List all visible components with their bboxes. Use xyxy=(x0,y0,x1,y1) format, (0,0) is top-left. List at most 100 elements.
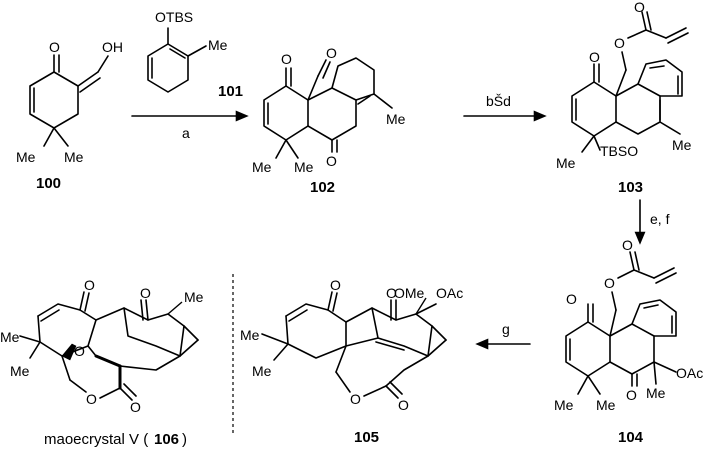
oxygen-104: O xyxy=(566,291,577,307)
oxygen-106: O xyxy=(84,277,95,293)
oxygen-105: O xyxy=(330,277,341,293)
me-left-104: Me xyxy=(554,397,574,413)
ketone-bond2-105 xyxy=(332,292,338,312)
oxygen-ester-104: O xyxy=(604,275,615,291)
o-bond-104 xyxy=(611,291,617,311)
ester-co2-104 xyxy=(634,251,640,271)
arrow-head-g xyxy=(475,338,489,350)
me-right-102: Me xyxy=(294,159,314,175)
compound-number-102: 102 xyxy=(310,179,335,196)
me-bond-left-100 xyxy=(43,127,55,147)
compound-105: O Me Me O O O OMe OAc 105 xyxy=(240,277,463,446)
me-bottom-bond-105 xyxy=(273,343,289,361)
me-bottom-105: Me xyxy=(252,363,272,379)
me-top-105: Me xyxy=(240,327,260,343)
compound-number-105: 105 xyxy=(354,429,379,446)
oxygen-102: O xyxy=(281,51,292,67)
me-bond-ring-103 xyxy=(659,121,681,135)
compound-101: OTBS Me 101 xyxy=(147,9,243,100)
cp-bond1-106 xyxy=(183,325,199,341)
ring-right-104 xyxy=(609,323,655,375)
compound-number-104: 104 xyxy=(618,429,644,446)
ring-right2-102 xyxy=(331,57,375,101)
arrow-step-bd: bŠd xyxy=(463,93,547,122)
oxygen-lactone-co-105: O xyxy=(398,397,409,413)
ketone-bond2-106 xyxy=(84,292,90,312)
vinyl3-103 xyxy=(667,32,689,44)
me-bond-right-100 xyxy=(53,127,69,147)
cp-bond2-106 xyxy=(179,339,199,357)
ketone-bond-106 xyxy=(79,291,85,311)
exo-bond2-100 xyxy=(79,77,101,93)
me-hash-106 xyxy=(167,301,183,315)
cp-bond1-105 xyxy=(431,325,447,341)
ring-a-top-105 xyxy=(285,303,347,323)
tbso-103: TBSO xyxy=(600,143,638,159)
cp-bond2-105 xyxy=(427,339,447,357)
me-top-bond-106 xyxy=(19,335,41,343)
ch2-lactone-105 xyxy=(335,345,347,373)
wedge-o-106 xyxy=(61,343,77,361)
me-ring-102: Me xyxy=(386,111,406,127)
oxygen-100: O xyxy=(49,39,60,55)
lactone-c-106 xyxy=(99,387,121,399)
oh-label-100: OH xyxy=(102,39,123,55)
oxygen-ketone2-104: O xyxy=(626,387,637,403)
step-label-bd: bŠd xyxy=(486,93,511,109)
ch-oh-bond-100 xyxy=(97,55,109,73)
o-bridge-106: O xyxy=(74,343,85,359)
oxygen-cage-105: O xyxy=(386,285,397,301)
me-right-100: Me xyxy=(64,149,84,165)
me-left-103: Me xyxy=(556,155,576,171)
me-top-106: Me xyxy=(0,329,20,345)
oxygen-ester-103: O xyxy=(614,35,625,51)
ketone-cage-106 xyxy=(145,299,149,321)
ester-co2-103 xyxy=(646,11,652,31)
me-right-104: Me xyxy=(596,397,616,413)
me-bond-right-104 xyxy=(587,375,601,395)
double-bond-101b xyxy=(169,48,186,59)
lactone-co2-106 xyxy=(123,383,137,397)
cho-bond2-102 xyxy=(317,59,327,77)
me-top-bond-105 xyxy=(261,333,289,345)
oxygen-lactone-105: O xyxy=(350,391,361,407)
me-q-bond-104 xyxy=(653,361,657,385)
ring-right2-104 xyxy=(631,299,677,337)
vinyl2-104 xyxy=(653,267,675,279)
ch2-lactone-106 xyxy=(61,355,71,381)
o-link-106 xyxy=(87,345,97,357)
me-bottom-bond-106 xyxy=(29,341,41,359)
me-left-100: Me xyxy=(16,149,36,165)
exo-bond-100 xyxy=(77,71,99,87)
me-label-101: Me xyxy=(208,37,228,53)
compound-number-100: 100 xyxy=(36,175,61,192)
diene1-103 xyxy=(649,65,665,69)
oxygen-lactone-106: O xyxy=(86,391,97,407)
step-label-ef: e, f xyxy=(650,211,670,227)
ester-c-bond-104 xyxy=(617,269,635,279)
compound-100: O OH Me Me 100 xyxy=(16,39,123,192)
o-bond-103 xyxy=(621,51,627,71)
o-lactone-106 xyxy=(69,379,87,393)
me-bottom-106: Me xyxy=(10,363,30,379)
ch2-bond-103 xyxy=(615,69,627,97)
oxygen-carbonyl-104: O xyxy=(622,237,633,253)
me-bond-right-103 xyxy=(593,135,601,151)
oxygen-carbonyl-103: O xyxy=(634,0,645,15)
oxygen-lactone-co-106: O xyxy=(130,399,141,415)
me-ring-103: Me xyxy=(672,137,692,153)
arrow-step-ef: e, f xyxy=(634,199,670,245)
compound-106: O Me Me O O O O Me maoecrystal V ( 106 ) xyxy=(0,277,204,448)
oac-104: OAc xyxy=(676,365,703,381)
ring-a-top-106 xyxy=(37,303,97,321)
vinyl3-104 xyxy=(655,272,677,284)
arrow-step-a: a xyxy=(131,110,249,141)
lactone-co-106 xyxy=(119,387,133,401)
ketone-bond-105 xyxy=(327,291,333,311)
compound-number-103: 103 xyxy=(618,179,643,196)
oxygen-103: O xyxy=(589,49,600,65)
step-label-a: a xyxy=(182,125,190,141)
vinyl-bond-103 xyxy=(645,29,667,39)
ester-co-104 xyxy=(629,251,635,271)
me-q-104: Me xyxy=(646,385,666,401)
